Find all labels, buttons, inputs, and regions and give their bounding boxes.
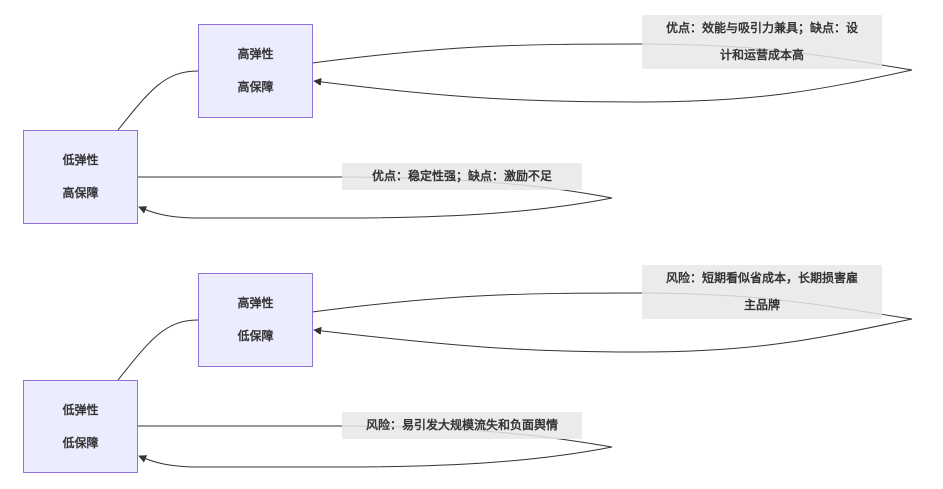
edge-d-to-c	[117, 319, 199, 381]
edge-label-b-self: 优点：稳定性强；缺点：激励不足	[342, 163, 582, 190]
edge-label-line2: 主品牌	[743, 298, 780, 312]
node-line2: 低保障	[237, 329, 274, 343]
node-high-elasticity-low-security[interactable]: 高弹性 低保障	[198, 273, 313, 367]
edge-a-self-in	[313, 69, 913, 103]
edge-label-text: 风险：易引发大规模流失和负面舆情	[365, 418, 558, 432]
node-low-elasticity-high-security[interactable]: 低弹性 高保障	[23, 130, 138, 224]
node-line1: 高弹性	[237, 296, 274, 310]
node-line1: 低弹性	[62, 402, 99, 417]
edge-label-line2: 计和运营成本高	[719, 48, 804, 62]
edge-label-d-self: 风险：易引发大规模流失和负面舆情	[342, 412, 582, 439]
edge-label-line1: 优点：效能与吸引力兼具；缺点：设	[665, 21, 858, 35]
node-line2: 高保障	[237, 80, 274, 94]
edge-d-self-in	[138, 446, 613, 468]
edge-b-to-a	[117, 70, 199, 131]
node-line2: 低保障	[62, 435, 99, 450]
edge-label-a-self: 优点：效能与吸引力兼具；缺点：设 计和运营成本高	[642, 15, 882, 69]
edge-label-text: 优点：稳定性强；缺点：激励不足	[371, 169, 552, 183]
edge-label-line1: 风险：短期看似省成本，长期损害雇	[665, 271, 858, 285]
node-high-elasticity-high-security[interactable]: 高弹性 高保障	[198, 24, 313, 118]
node-low-elasticity-low-security[interactable]: 低弹性 低保障	[23, 380, 138, 473]
node-line1: 低弹性	[62, 153, 99, 167]
node-line2: 高保障	[62, 186, 99, 200]
edge-c-self-in	[313, 318, 913, 353]
edge-label-c-self: 风险：短期看似省成本，长期损害雇 主品牌	[642, 265, 882, 319]
edge-b-self-in	[138, 197, 613, 219]
node-line1: 高弹性	[237, 47, 274, 61]
